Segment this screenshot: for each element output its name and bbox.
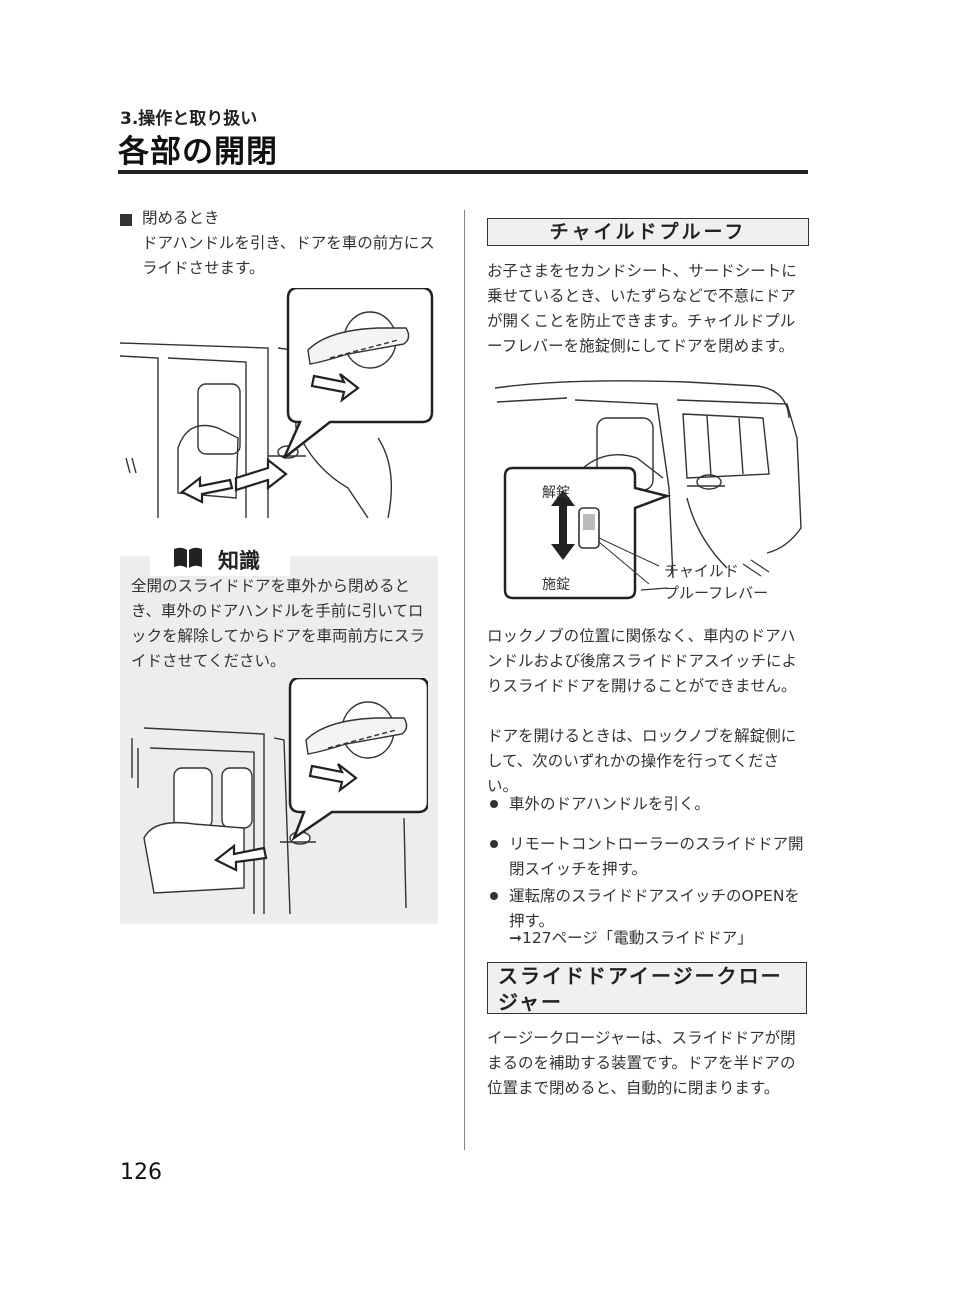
bullet-dot-icon bbox=[490, 800, 498, 808]
lever-label-line2: プルーフレバー bbox=[664, 584, 769, 602]
easy-closer-description: イージークロージャーは、スライドドアが閉まるのを補助する装置です。ドアを半ドアの… bbox=[487, 1029, 796, 1097]
list-item: 車外のドアハンドルを引く。 bbox=[509, 795, 710, 813]
child-proof-lever-illustration bbox=[487, 378, 809, 610]
knob-note: ロックノブの位置に関係なく、車内のドアハンドルおよび後席スライドドアスイッチによ… bbox=[487, 627, 798, 695]
knowledge-title: 知識 bbox=[218, 549, 260, 573]
knowledge-text: 全開のスライドドアを車外から閉めるとき、車外のドアハンドルを手前に引いてロックを… bbox=[131, 577, 426, 670]
title-rule bbox=[118, 170, 808, 174]
lock-label: 施錠 bbox=[542, 577, 570, 593]
square-bullet-icon bbox=[120, 214, 132, 226]
page-reference: ➞127ページ「電動スライドドア」 bbox=[509, 929, 753, 947]
page-title: 各部の開閉 bbox=[118, 134, 278, 170]
page-number: 126 bbox=[120, 1160, 162, 1185]
bullet-dot-icon bbox=[490, 840, 498, 848]
column-divider bbox=[464, 210, 465, 1150]
easy-closer-heading-line2: ジャー bbox=[498, 990, 563, 1014]
unlock-label: 解錠 bbox=[542, 485, 570, 501]
book-icon bbox=[172, 546, 204, 570]
bullet-dot-icon bbox=[490, 892, 498, 900]
easy-closer-heading-line1: スライドドアイージークロー bbox=[498, 964, 783, 988]
slide-door-close-illustration bbox=[118, 288, 436, 524]
list-item: 運転席のスライドドアスイッチのOPENを押す。 bbox=[509, 887, 800, 930]
chapter-label: 3.操作と取り扱い bbox=[120, 109, 258, 129]
easy-closer-heading: スライドドアイージークロー ジャー bbox=[487, 962, 807, 1014]
knowledge-title-tab bbox=[150, 540, 290, 576]
closing-description: ドアハンドルを引き、ドアを車の前方にスライドさせます。 bbox=[142, 234, 435, 277]
child-proof-heading: チャイルドプルーフ bbox=[487, 218, 809, 246]
closing-heading: 閉めるとき bbox=[142, 209, 220, 227]
list-item: リモートコントローラーのスライドドア開閉スイッチを押す。 bbox=[509, 835, 804, 878]
slide-door-open-close-illustration bbox=[124, 678, 428, 916]
lever-label-line1: チャイルド bbox=[664, 562, 739, 580]
open-note: ドアを開けるときは、ロックノブを解錠側にして、次のいずれかの操作を行ってください… bbox=[487, 727, 797, 795]
child-proof-description: お子さまをセカンドシート、サードシートに乗せているとき、いたずらなどで不意にドア… bbox=[487, 262, 797, 355]
